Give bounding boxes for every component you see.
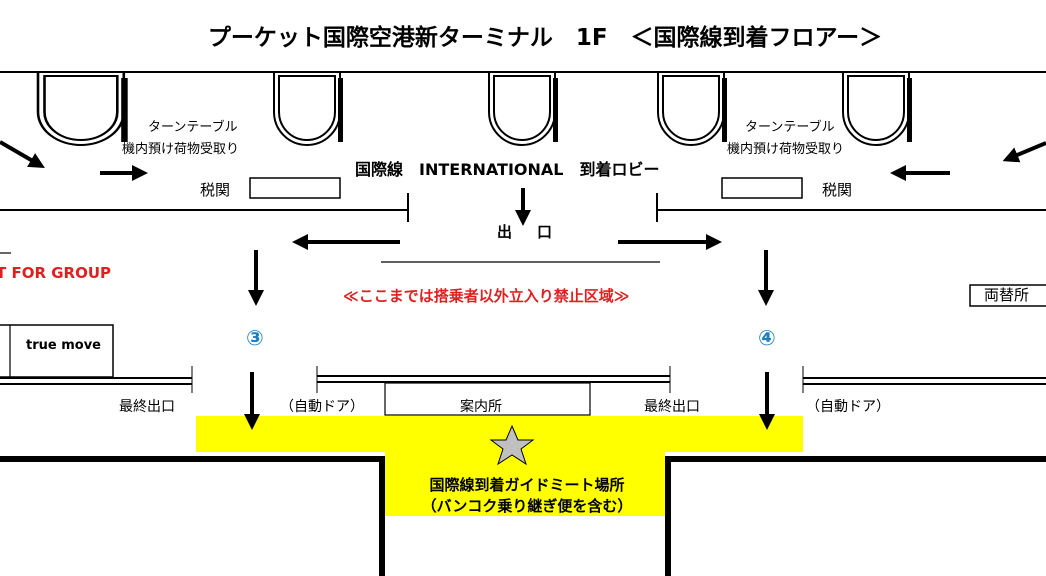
gate-4-marker: ④ [758,326,776,350]
customs-counter-left [249,177,341,199]
carousel-5 [842,71,913,146]
carousel-2 [273,71,344,146]
turntable-right-label: ターンテーブル [745,120,835,135]
bottom-walls [0,456,1046,576]
group-label: T FOR GROUP [0,264,112,282]
turntable-left-sublabel: 機内預け荷物受取り [122,142,240,157]
customs-left-label: 税関 [200,181,231,199]
customs-right-label: 税関 [822,181,853,199]
exit-walls [0,366,1046,393]
flow-arrows [0,140,1046,430]
meeting-area-center [385,416,665,516]
shop-label: true move [26,338,101,353]
carousel-3 [488,71,559,146]
auto-door-right: （自動ドア） [806,399,890,415]
final-exit-left: 最終出口 [119,399,175,415]
gate-3-marker: ③ [246,326,264,350]
carousel-4 [657,71,728,146]
final-exit-right: 最終出口 [644,399,700,415]
arrow-icon [0,140,45,169]
restricted-notice: ≪ここまでは搭乗者以外立入り禁止区域≫ [343,287,630,305]
information-desk [384,382,591,416]
exchange-label: 両替所 [984,286,1030,304]
exchange-box [969,284,1046,307]
lobby-label: 国際線 INTERNATIONAL 到着ロビー [355,160,660,179]
turntable-left-label: ターンテーブル [148,120,238,135]
carousel-1 [36,70,129,147]
page-title: プーケット国際空港新ターミナル 1F ＜国際線到着フロアー＞ [207,25,883,51]
customs-walls [0,193,1046,263]
information-label: 案内所 [460,399,502,415]
arrow-icon [1002,141,1046,163]
customs-counter-right [721,177,803,199]
star-icon [489,424,535,466]
meeting-point-subtitle: （バンコク乗り継ぎ便を含む） [421,497,633,515]
turntable-right-sublabel: 機内預け荷物受取り [727,142,845,157]
exit-label-1: 出 [497,223,513,241]
meeting-point-title: 国際線到着ガイドミート場所 [429,476,625,494]
exit-label-2: 口 [537,223,553,241]
auto-door-left: （自動ドア） [280,399,364,415]
